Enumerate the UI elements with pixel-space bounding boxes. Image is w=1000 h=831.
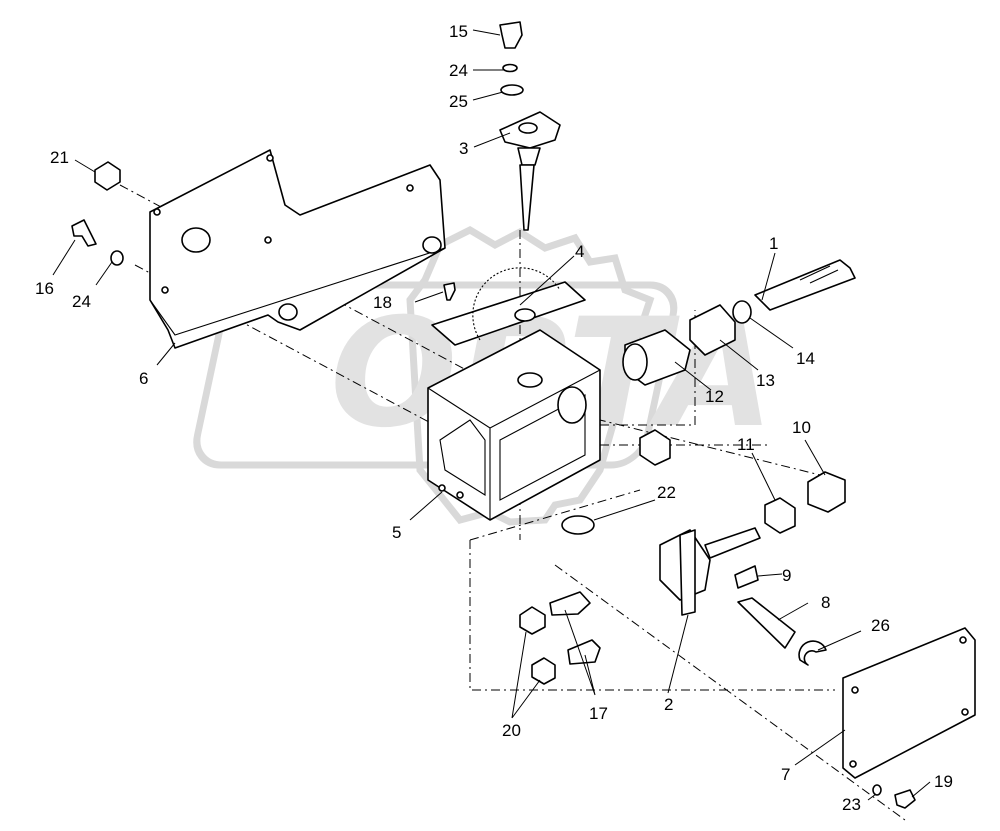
- part-2-lever: [659, 527, 761, 616]
- part-22-seal: [561, 515, 595, 535]
- callout-10: 10: [792, 418, 811, 437]
- callout-21: 21: [50, 148, 69, 167]
- callout-13: 13: [756, 371, 775, 390]
- part-18-screw: [443, 282, 456, 301]
- part-4-scale-plate: [431, 267, 586, 346]
- callout-8: 8: [821, 593, 830, 612]
- callout-15: 15: [449, 22, 468, 41]
- callout-9: 9: [782, 566, 791, 585]
- callout-6: 6: [139, 369, 148, 388]
- parts-10-11-nuts: [639, 429, 846, 534]
- callout-17: 17: [589, 704, 608, 723]
- parts-8-9-26: [734, 565, 827, 666]
- parts-17-20: [519, 591, 601, 685]
- callout-24-top: 24: [449, 61, 468, 80]
- callout-23: 23: [842, 795, 861, 814]
- callout-20: 20: [502, 721, 521, 740]
- callout-16: 16: [35, 279, 54, 298]
- callout-11: 11: [737, 435, 755, 454]
- part-6-bracket: [149, 149, 446, 349]
- callout-22: 22: [657, 483, 676, 502]
- callout-leaders: [52, 29, 931, 801]
- callout-7: 7: [781, 765, 790, 784]
- callout-19: 19: [934, 772, 953, 791]
- callout-1: 1: [769, 234, 778, 253]
- parts-16-21-24: [71, 161, 124, 266]
- callout-4: 4: [575, 242, 584, 261]
- part-7-cover: [842, 627, 976, 779]
- callout-2: 2: [664, 695, 673, 714]
- callout-18: 18: [373, 293, 392, 312]
- part-5-housing: [427, 329, 601, 521]
- callout-26: 26: [871, 616, 890, 635]
- callout-14: 14: [796, 349, 815, 368]
- callout-labels: 15 24 25 3 21 16 24 6 18 4 5 12 13 1 14 …: [35, 22, 953, 814]
- callout-24-left: 24: [72, 292, 91, 311]
- callout-5: 5: [392, 523, 401, 542]
- parts-1-12-13-14: [622, 259, 856, 386]
- parts-19-23: [872, 784, 916, 809]
- parts-15-24-25: [499, 21, 524, 96]
- part-3-pointer: [499, 111, 561, 231]
- callout-25: 25: [449, 92, 468, 111]
- callout-3: 3: [459, 139, 468, 158]
- callout-12: 12: [705, 387, 724, 406]
